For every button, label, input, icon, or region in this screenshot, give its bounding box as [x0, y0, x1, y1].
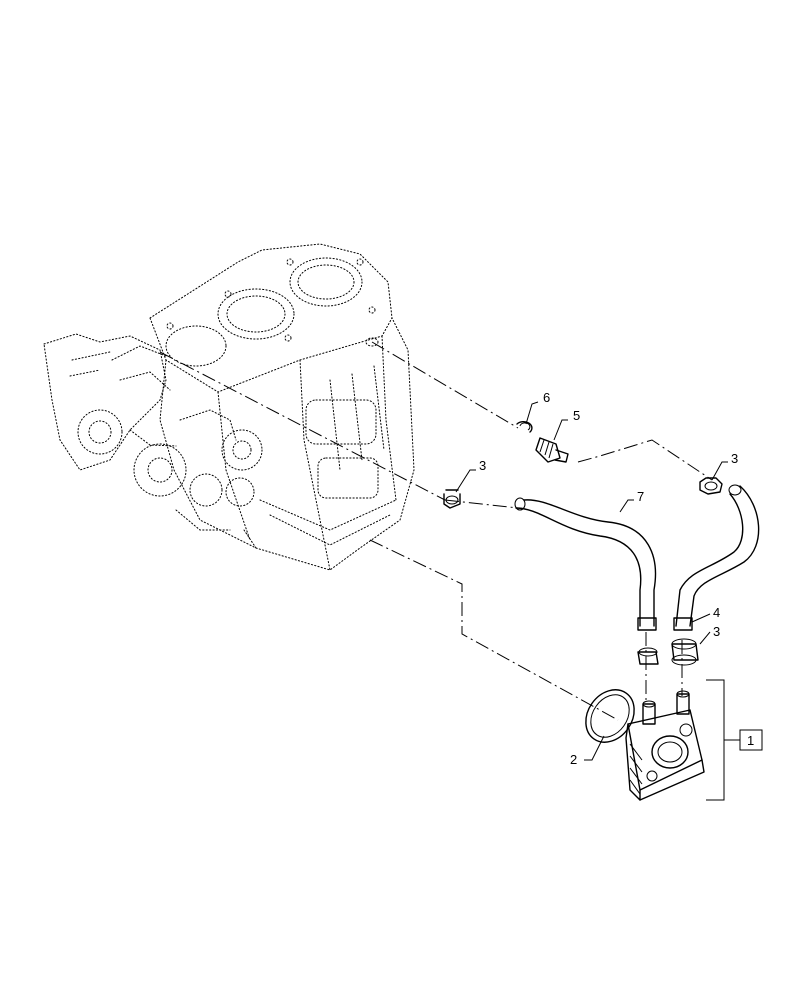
coolant-hose-long — [514, 497, 657, 631]
coolant-hose-short — [673, 484, 760, 631]
assembly-bracket — [706, 679, 763, 801]
assembly-centerlines — [159, 341, 713, 721]
snap-ring-part — [516, 420, 533, 433]
hose-fitting-part — [535, 437, 569, 463]
callout-1: 1 — [747, 733, 754, 748]
hose-clamp-lower-right — [671, 638, 699, 666]
callout-3-right: 3 — [731, 451, 738, 466]
callout-leaders — [455, 401, 728, 761]
oil-cooler-icon — [625, 690, 705, 801]
callout-7: 7 — [637, 489, 644, 504]
callout-5: 5 — [573, 408, 580, 423]
callout-2: 2 — [570, 752, 577, 767]
callout-6: 6 — [543, 390, 550, 405]
hose-clamp-lower-left — [637, 647, 659, 665]
callout-3-left: 3 — [479, 458, 486, 473]
hose-clamp-right — [699, 477, 723, 495]
callout-labels: 6 5 3 3 7 4 3 2 1 — [479, 390, 754, 767]
callout-3-lower: 3 — [713, 624, 720, 639]
hose-clamp-left — [443, 489, 461, 509]
engine-block-icon — [43, 243, 415, 571]
callout-4: 4 — [713, 605, 720, 620]
